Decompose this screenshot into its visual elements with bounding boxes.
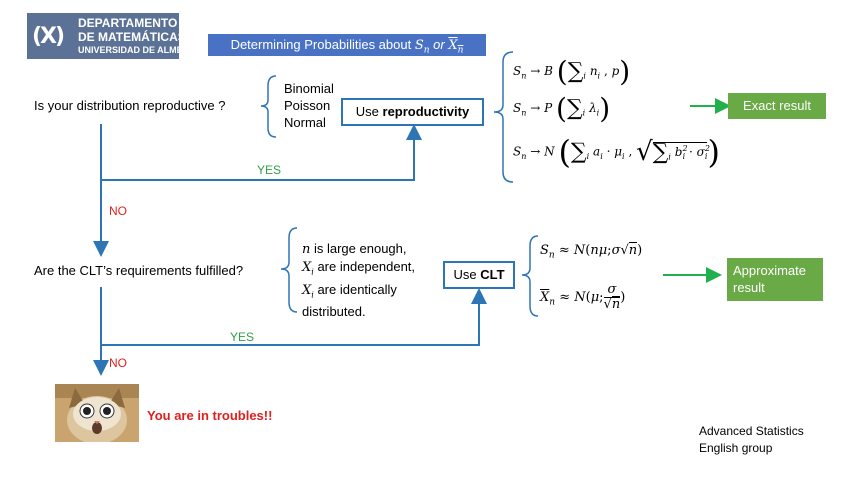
clt-conditions-list: n is large enough, Xi are independent, X… bbox=[302, 240, 415, 320]
clt-condition-sample-size: n is large enough, bbox=[302, 241, 407, 257]
distribution-poisson: Poisson bbox=[284, 98, 331, 113]
question-clt: Are the CLT’s requirements fulfilled? bbox=[34, 263, 244, 278]
title-prefix: Determining Probabilities about bbox=[230, 37, 412, 52]
course-footer: Advanced Statistics English group bbox=[699, 423, 804, 457]
title-connector: or bbox=[433, 37, 445, 52]
formula-binomial: Sn → B (∑i ni , p) bbox=[513, 55, 631, 88]
logo-line-1: DEPARTAMENTO bbox=[78, 16, 178, 30]
trouble-message: You are in troubles!! bbox=[147, 408, 273, 423]
use-reproductivity-box: Use reproductivity bbox=[341, 98, 484, 126]
surprised-cat-image bbox=[55, 384, 139, 442]
title-symbol-2: X bbox=[448, 38, 458, 53]
logo-line-3: UNIVERSIDAD DE ALMERÍA bbox=[78, 45, 199, 55]
exact-result-box: Exact result bbox=[728, 93, 826, 119]
no-label-1: NO bbox=[109, 204, 127, 218]
approximate-result-box: Approximate result bbox=[727, 258, 823, 301]
yes-arrow-1 bbox=[101, 124, 422, 181]
formula-clt-sum: Sn ≈ N(nμ;σ√n) bbox=[540, 242, 643, 261]
formula-normal: Sn → N (∑i ai · μi , √∑i b2i · σ2i) bbox=[513, 133, 720, 171]
distribution-brace bbox=[260, 75, 277, 138]
formula-brace-2 bbox=[521, 235, 539, 317]
yes-arrow-2 bbox=[101, 288, 487, 346]
question-reproductive: Is your distribution reproductive ? bbox=[34, 98, 226, 113]
no-label-2: NO bbox=[109, 356, 127, 370]
course-group: English group bbox=[699, 441, 773, 455]
logo-line-2: DE MATEMÁTICAS bbox=[78, 30, 186, 44]
distribution-binomial: Binomial bbox=[284, 81, 334, 96]
diagram-title: Determining Probabilities about Sn or Xn bbox=[208, 34, 486, 56]
course-name: Advanced Statistics bbox=[699, 424, 804, 438]
title-symbol-1: S bbox=[414, 38, 424, 53]
formula-brace-1 bbox=[493, 51, 514, 183]
clt-brace bbox=[280, 227, 298, 313]
formula-clt-mean: Xn ≈ N(μ;σ√n) bbox=[540, 282, 626, 312]
clt-condition-identical: Xi are identically bbox=[302, 281, 397, 300]
yes-label-1: YES bbox=[257, 163, 282, 177]
clt-condition-independent: Xi are independent, bbox=[302, 259, 416, 277]
clt-condition-distributed: distributed. bbox=[302, 304, 366, 320]
logo-mark-icon: (X) bbox=[32, 24, 65, 49]
department-logo: (X) DEPARTAMENTO DE MATEMÁTICAS UNIVERSI… bbox=[27, 13, 198, 59]
use-clt-box: Use CLT bbox=[443, 261, 515, 289]
formula-poisson: Sn → P (∑i λi) bbox=[513, 92, 611, 125]
distribution-list: Binomial Poisson Normal bbox=[284, 80, 334, 131]
yes-label-2: YES bbox=[230, 330, 255, 344]
distribution-normal: Normal bbox=[284, 115, 326, 130]
